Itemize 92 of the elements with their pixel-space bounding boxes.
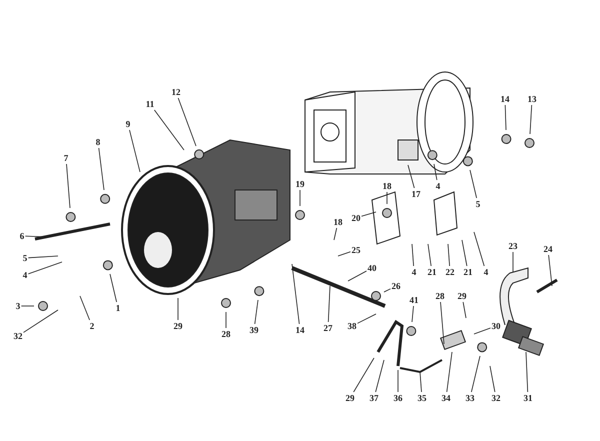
callout-number: 30	[492, 321, 500, 331]
callout-number: 5	[22, 253, 28, 263]
callout-number: 12	[172, 87, 180, 97]
callout-number: 37	[370, 393, 378, 403]
callout-number: 17	[412, 189, 420, 199]
leader-line	[408, 164, 415, 188]
leader-line	[530, 104, 532, 134]
callout-number: 29	[174, 321, 182, 331]
callout-number: 41	[410, 295, 418, 305]
leader-line	[420, 372, 422, 392]
callout-number: 26	[392, 281, 400, 291]
leader-line	[178, 98, 196, 146]
leader-line	[338, 251, 351, 256]
leader-line	[474, 232, 485, 266]
leader-line	[353, 358, 374, 392]
callout-number: 3	[16, 301, 20, 311]
leader-line	[526, 352, 528, 392]
callout-number: 39	[250, 325, 258, 335]
leader-line	[334, 228, 338, 240]
leader-line	[328, 286, 330, 322]
leader-line	[448, 244, 450, 266]
leader-line	[154, 110, 184, 150]
callout-number: 14	[500, 94, 510, 104]
callout-number: 1	[116, 303, 120, 313]
leader-line	[384, 288, 391, 292]
callout-number: 24	[544, 244, 552, 254]
callout-number: 34	[442, 393, 450, 403]
callout-number: 9	[126, 119, 130, 129]
leader-line	[28, 262, 62, 274]
callout-number: 25	[352, 245, 360, 255]
callout-number: 14	[296, 325, 304, 335]
leader-line	[490, 366, 496, 392]
leader-line	[462, 302, 466, 318]
callout-number: 18	[334, 217, 342, 227]
leader-line	[512, 252, 514, 272]
callout-number: 11	[146, 99, 154, 109]
callout-number: 38	[348, 321, 356, 331]
callout-number: 23	[508, 241, 518, 251]
callout-number: 5	[476, 199, 480, 209]
leader-line	[428, 244, 432, 266]
leader-line	[80, 296, 90, 320]
callout-number: 32	[14, 331, 22, 341]
callout-number: 13	[528, 94, 536, 104]
leader-line	[361, 212, 376, 217]
callout-number: 28	[436, 291, 444, 301]
callout-number: 21	[428, 267, 436, 277]
leader-line	[462, 240, 468, 266]
leader-line	[66, 164, 70, 208]
callout-number: 7	[64, 153, 68, 163]
leader-line	[357, 314, 376, 324]
leader-line	[375, 360, 384, 392]
callout-number: 36	[394, 393, 402, 403]
callout-number: 18	[382, 181, 392, 191]
callout-number: 32	[492, 393, 500, 403]
callout-number: 21	[464, 267, 472, 277]
leader-line	[440, 302, 444, 344]
callout-number: 35	[418, 393, 426, 403]
callout-number: 4	[484, 267, 488, 277]
callout-number: 27	[324, 323, 332, 333]
callout-number: 40	[368, 263, 376, 273]
leader-line	[129, 130, 140, 172]
callout-number: 8	[96, 137, 100, 147]
callout-number: 22	[446, 267, 454, 277]
leader-line	[386, 192, 388, 204]
leader-line	[348, 270, 367, 282]
leader-line	[254, 300, 258, 324]
leader-line	[28, 256, 58, 258]
leader-line	[292, 264, 300, 324]
callout-number: 31	[524, 393, 532, 403]
callout-number: 29	[346, 393, 354, 403]
leader-line	[474, 328, 491, 334]
leader-line	[412, 244, 414, 266]
leader-line	[446, 352, 452, 392]
leader-line	[434, 164, 438, 180]
callout-number: 28	[222, 329, 230, 339]
leader-line	[110, 274, 117, 302]
leader-line	[23, 310, 58, 333]
leader-line	[471, 356, 480, 392]
callout-number: 29	[458, 291, 466, 301]
callout-number: 19	[296, 179, 304, 189]
leader-line	[98, 148, 104, 190]
leader-line	[470, 170, 477, 198]
callout-number: 4	[22, 270, 28, 280]
leader-line	[548, 254, 552, 286]
callout-number: 4	[412, 267, 416, 277]
callout-number: 33	[466, 393, 474, 403]
callout-number: 20	[352, 213, 360, 223]
leader-line	[504, 104, 506, 130]
leader-line	[412, 306, 414, 322]
callout-number: 4	[436, 181, 440, 191]
callout-number: 2	[90, 321, 94, 331]
callout-number: 6	[20, 231, 24, 241]
